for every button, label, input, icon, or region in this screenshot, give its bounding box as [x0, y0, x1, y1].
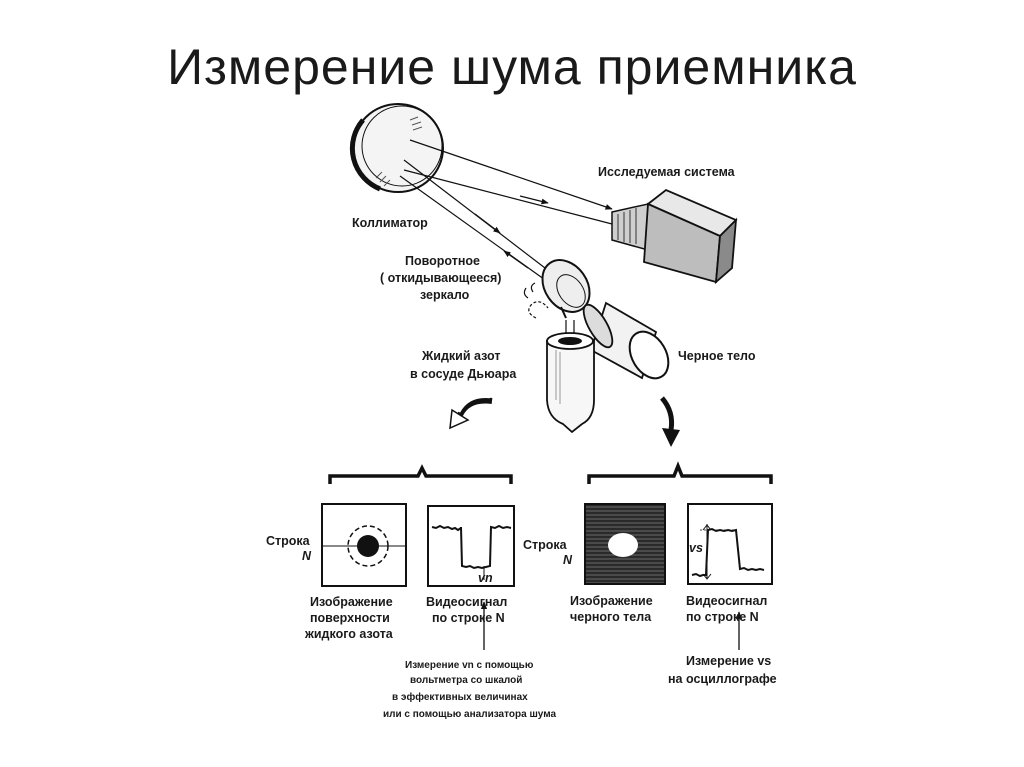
label-row-right: Строка [523, 538, 568, 552]
label-video-left-1: Видеосигнал [426, 595, 507, 609]
label-video-left-2: по строке N [432, 611, 505, 625]
label-img-black-2: черного тела [570, 610, 652, 624]
curved-arrow-right [660, 396, 680, 447]
label-mirror-1: Поворотное [405, 254, 480, 268]
label-measure-left-2: вольтметра со шкалой [410, 675, 522, 686]
label-video-right-2: по строке N [686, 610, 759, 624]
label-nitrogen-2: в сосуде Дьюара [410, 367, 517, 381]
slide-title: Измерение шума приемника [167, 39, 857, 95]
label-measure-right-1: Измерение vs [686, 654, 771, 668]
brace-left [328, 464, 513, 484]
light-rays [399, 139, 613, 288]
label-vn: vn [478, 571, 493, 585]
label-img-nitrogen-2: поверхности [310, 611, 390, 625]
label-measure-left-1: Измерение vn с помощью [405, 660, 534, 671]
dewar-vessel [546, 320, 595, 434]
curved-arrow-left [449, 395, 493, 430]
label-measure-right-2: на осциллографе [668, 672, 777, 686]
label-nitrogen-1: Жидкий азот [421, 349, 500, 363]
label-mirror-3: зеркало [420, 288, 470, 302]
label-system: Исследуемая система [598, 165, 736, 179]
nitrogen-surface-image [321, 503, 407, 587]
collimator-mirror [349, 103, 444, 193]
flip-mirror [523, 259, 591, 319]
label-measure-left-4: или с помощью анализатора шума [383, 709, 556, 720]
label-collimator: Коллиматор [352, 216, 428, 230]
label-vs: vs [689, 541, 703, 555]
brace-right [587, 461, 773, 484]
label-row-left: Строка [266, 534, 311, 548]
video-signal-left [427, 505, 515, 587]
label-video-right-1: Видеосигнал [686, 594, 767, 608]
video-signal-right [687, 503, 773, 585]
label-img-nitrogen-3: жидкого азота [304, 627, 394, 641]
system-under-test-camera [611, 188, 738, 285]
label-img-black-1: Изображение [570, 594, 653, 608]
black-body-image [584, 503, 666, 585]
label-mirror-2: ( откидывающееся) [380, 271, 501, 285]
black-body-cylinder [582, 301, 670, 380]
label-img-nitrogen-1: Изображение [310, 595, 393, 609]
label-row-left-n: N [302, 549, 312, 563]
label-row-right-n: N [563, 553, 573, 567]
label-black-body: Черное тело [678, 349, 756, 363]
label-measure-left-3: в эффективных величинах [392, 691, 528, 703]
